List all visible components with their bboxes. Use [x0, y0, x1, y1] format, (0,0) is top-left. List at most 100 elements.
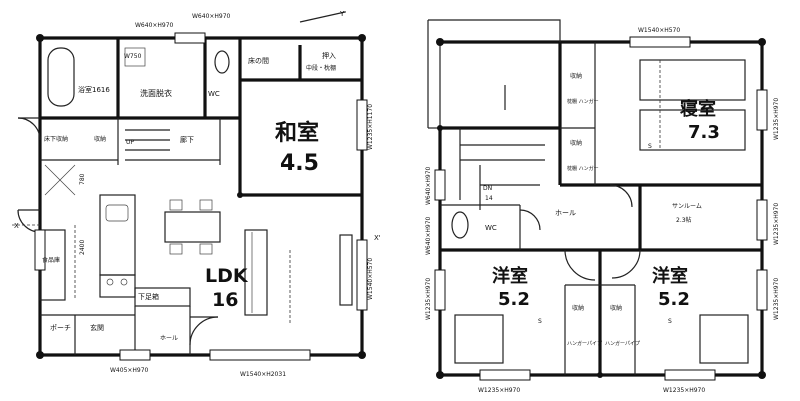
tv-board — [339, 234, 353, 306]
toilet-1f — [214, 50, 230, 74]
door-arc-back — [17, 117, 41, 141]
yoshitsu-left-size: 5.2 — [498, 289, 530, 310]
balcony-top — [428, 19, 561, 42]
win-2f-right-mid-label: W1235×H970 — [773, 203, 780, 245]
storage-bed-1: 収納 — [570, 72, 582, 80]
col — [436, 371, 444, 379]
win-bottom-left-label: W405×H970 — [110, 367, 149, 374]
s-mark-right: S — [668, 318, 672, 325]
ldk-label: LDK — [205, 265, 249, 287]
col — [597, 372, 603, 378]
chair-1 — [169, 199, 183, 211]
toko-label: 床の間 — [248, 56, 269, 65]
col — [358, 351, 366, 359]
win-right-mid-label: W1540×H570 — [367, 258, 374, 300]
window-1f-bottom — [209, 349, 311, 361]
dining-table — [164, 211, 221, 243]
door-arc-left-room — [564, 249, 596, 281]
shoe-cabinet — [134, 287, 191, 307]
window-2f-right-top — [756, 89, 768, 131]
bed-1 — [639, 59, 746, 101]
window-2f-left-bottom — [434, 269, 446, 311]
floor-1-plan — [10, 11, 368, 361]
oshiire-sub: 中段・枕棚 — [306, 64, 336, 72]
hanger-pipe-left: ハンガーパイプ — [567, 340, 602, 347]
makurada-1: 枕棚 ハンガー — [567, 98, 599, 105]
col — [758, 371, 766, 379]
kitchen-counter — [99, 194, 136, 276]
door-arc-hole — [189, 316, 219, 346]
window-2f-left-mid — [434, 169, 446, 201]
yoshitsu-right-size: 5.2 — [658, 289, 690, 310]
window-2f-bottom-left — [479, 369, 531, 381]
entrance-label: 玄関 — [90, 323, 104, 332]
bed-left-room — [454, 314, 504, 364]
sofa — [244, 229, 268, 316]
floor-1-labels: 和室 4.5 LDK 16 浴室1616 洗面脱衣 WC 床の間 押入 中段・枕… — [14, 10, 381, 378]
col — [437, 125, 443, 131]
bed-right-room — [699, 314, 749, 364]
storage-room-left: 収納 — [572, 304, 584, 312]
hole-label-1f: ホール — [160, 335, 178, 342]
kitchen-stove — [99, 274, 136, 298]
window-1f-right-top — [356, 99, 368, 151]
storage-bed-2: 収納 — [570, 139, 582, 147]
win-top-label: W640×H970 — [135, 22, 174, 29]
s-mark-bed: S — [648, 143, 652, 150]
win-2f-right-bottom-label: W1235×H970 — [773, 278, 780, 320]
box-x2 — [44, 164, 76, 196]
window-1f-top — [174, 32, 206, 44]
col — [36, 351, 44, 359]
door-arc-wc — [519, 209, 541, 231]
bath-label: 浴室1616 — [78, 85, 110, 94]
wash-label: 洗面脱衣 — [140, 88, 172, 98]
floor-2-plan — [427, 19, 768, 381]
y-prime: Y' — [339, 10, 346, 18]
wash-basin — [124, 47, 146, 67]
dim-2400: 2400 — [79, 240, 86, 255]
window-1f-right-mid — [356, 239, 368, 311]
porch-label: ポーチ — [50, 324, 71, 332]
win-2f-bottom-left-label: W1235×H970 — [478, 387, 520, 394]
win-2f-right-top-label: W1235×H970 — [773, 98, 780, 140]
sunroom-label: サンルーム — [672, 203, 702, 210]
washitsu-label: 和室 — [275, 120, 319, 146]
dn-num: 14 — [485, 195, 493, 202]
win-w750-label: W750 — [124, 53, 142, 60]
ldk-size: 16 — [212, 289, 238, 311]
door-arc-bedroom — [609, 184, 633, 208]
kitchen-sink — [105, 204, 129, 222]
dn-label: DN — [483, 185, 492, 192]
storage-1f-label: 収納 — [94, 135, 106, 143]
window-2f-right-mid — [756, 199, 768, 241]
window-2f-right-bottom — [756, 269, 768, 311]
dim-780: 780 — [79, 173, 86, 185]
col — [436, 38, 444, 46]
floor-2-labels: 寝室 7.3 洋室 5.2 洋室 5.2 収納 収納 枕棚 ハンガー 枕棚 ハン… — [425, 27, 780, 394]
yukashita-label: 床下収納 — [44, 135, 68, 143]
storage-room-right: 収納 — [610, 304, 622, 312]
win-bottom-mid-label: W1540×H2031 — [240, 371, 286, 378]
oshiire-label: 押入 — [322, 51, 336, 60]
bath-tub — [47, 47, 75, 107]
col — [758, 38, 766, 46]
yoshitsu-left-label: 洋室 — [492, 265, 528, 287]
chair-3 — [169, 243, 183, 255]
hanger-pipe-right: ハンガーパイプ — [605, 340, 640, 347]
x-mark: X — [14, 222, 19, 230]
hole-label-2f: ホール — [555, 209, 576, 217]
wc-label-2f: WC — [485, 224, 497, 232]
shinshitsu-label: 寝室 — [680, 98, 716, 120]
pantry-label: 食品庫 — [42, 256, 60, 264]
makurada-2: 枕棚 ハンガー — [567, 165, 599, 172]
x-prime: X' — [374, 234, 381, 242]
col — [358, 34, 366, 42]
up-label: UP — [126, 139, 134, 146]
toilet-2f — [451, 211, 469, 239]
sunroom-size: 2.3帖 — [676, 216, 692, 224]
win-2f-left-bottom-label: W1235×H970 — [425, 278, 432, 320]
win-right-top-label: W1235×H1170 — [367, 104, 374, 150]
win-top2-label: W640×H970 — [192, 13, 231, 20]
col — [237, 192, 243, 198]
window-1f-bottom-left — [119, 349, 151, 361]
